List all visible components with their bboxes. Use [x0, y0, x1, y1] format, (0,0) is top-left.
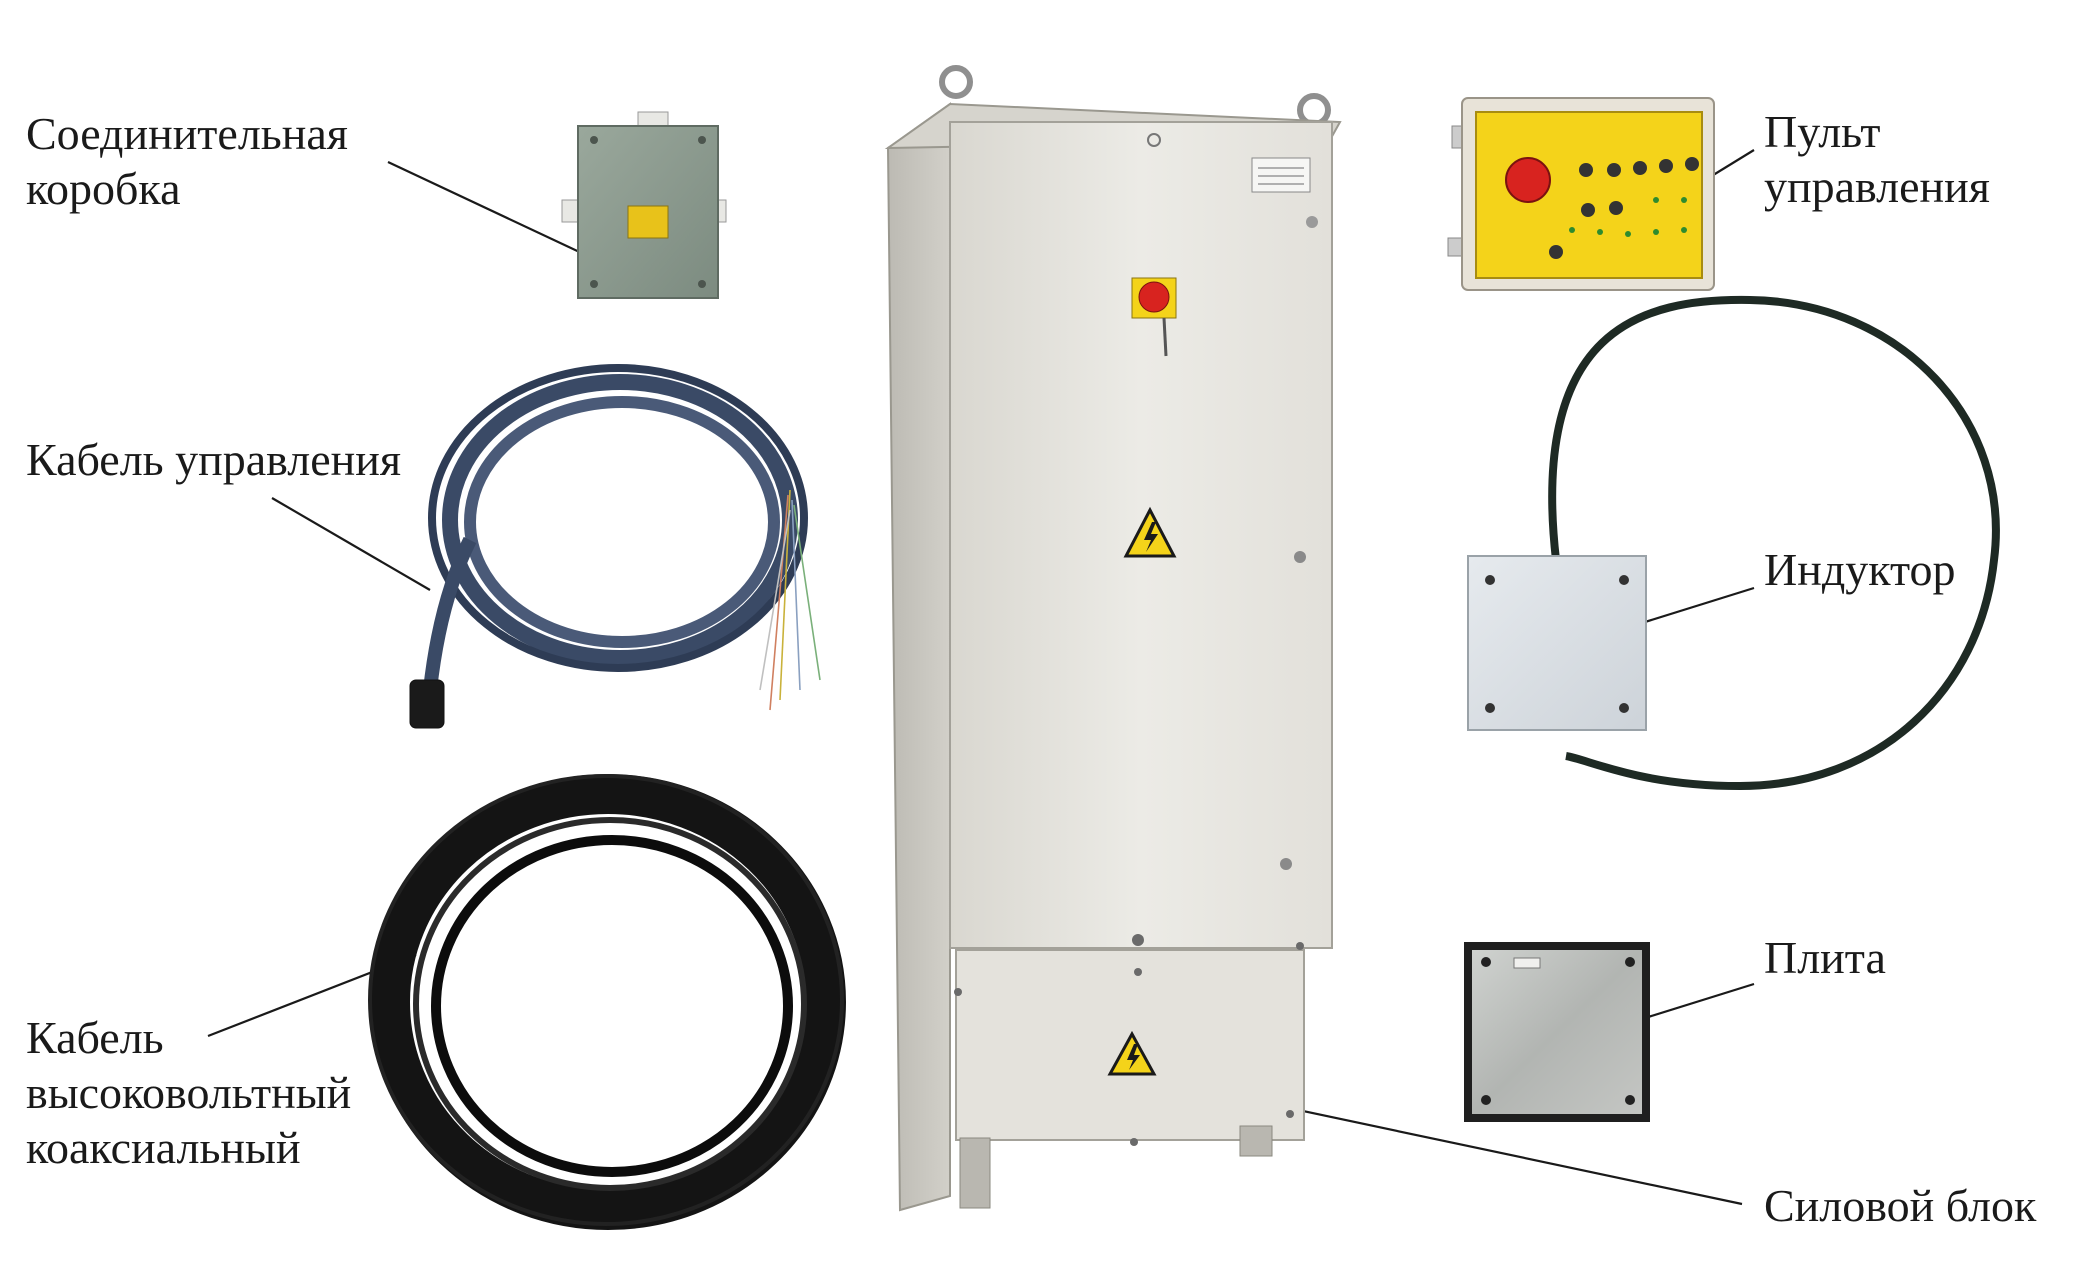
control-panel [1447, 97, 1715, 291]
label-junction-box: Соединительная коробка [26, 108, 348, 214]
label-control-panel: Пульт управления [1764, 106, 1990, 212]
junction-box [561, 111, 727, 299]
leader-power-unit [1264, 1101, 1743, 1206]
emergency-stop-button [1505, 157, 1551, 203]
label-inductor: Индуктор [1764, 544, 1956, 595]
label-power-unit: Силовой блок [1764, 1180, 2037, 1231]
label-hv-cable: Кабель высоковольтный коаксиальный [26, 1012, 352, 1173]
metal-plate [1464, 942, 1650, 1122]
panel-switches [1549, 157, 1699, 259]
inductor [1467, 295, 2000, 791]
high-voltage-warning-icon [1107, 1030, 1157, 1076]
hv-coax-cable-coil [368, 774, 846, 1230]
control-cable-coil [409, 364, 821, 729]
leader-control-cable [271, 497, 431, 591]
label-plate: Плита [1764, 932, 1886, 983]
high-voltage-warning-icon [1123, 506, 1177, 558]
label-control-cable: Кабель управления [26, 434, 402, 485]
power-unit-cabinet [884, 65, 1342, 1212]
